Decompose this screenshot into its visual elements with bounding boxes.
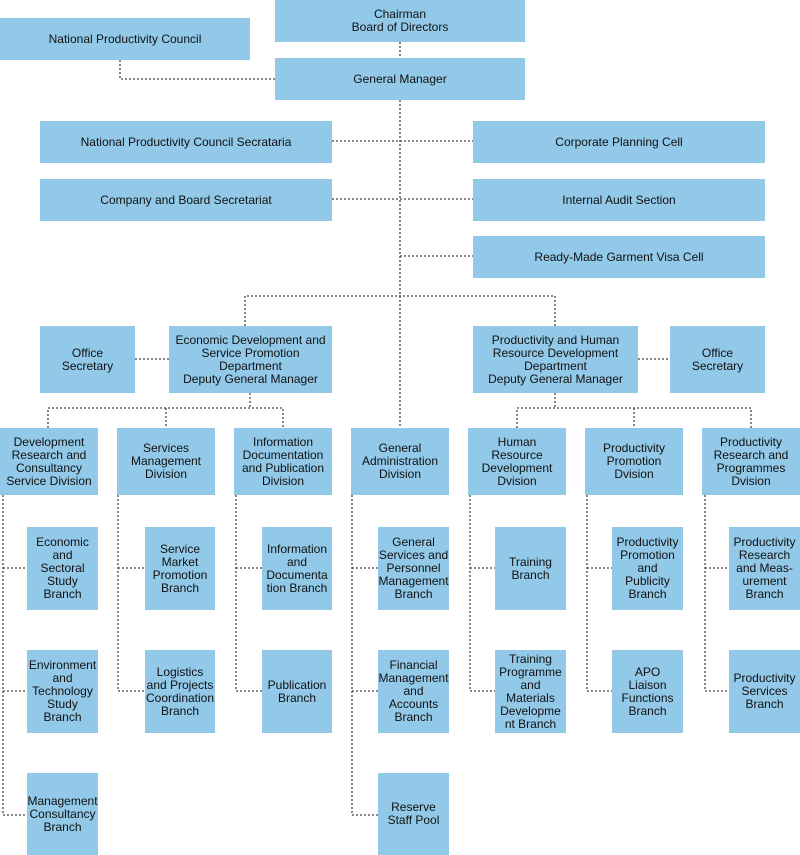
idp-division-box: Information Documentation and Publicatio… — [234, 428, 332, 495]
phrd-department-box: Productivity and Human Resource Developm… — [473, 326, 638, 393]
branch-box: Financial Management and Accounts Branch — [378, 650, 449, 733]
branch-box: Environment and Technology Study Branch — [27, 650, 98, 733]
branch-box: Service Market Promotion Branch — [145, 527, 215, 610]
company-board-secretariat-box: Company and Board Secretariat — [40, 179, 332, 221]
hrd-division-box: Human Resource Development Dvision — [468, 428, 566, 495]
branch-box: Reserve Staff Pool — [378, 773, 449, 855]
productivity-research-division-box: Productivity Research and Programmes Dvi… — [702, 428, 800, 495]
productivity-promotion-division-box: Productivity Promotion Dvision — [585, 428, 683, 495]
branch-box: Economic and Sectoral Study Branch — [27, 527, 98, 610]
branch-box: Productivity Research and Meas- urement … — [729, 527, 800, 610]
chairman-box: Chairman Board of Directors — [275, 0, 525, 42]
office-secretary-left-box: Office Secretary — [40, 326, 135, 393]
branch-box: APO Liaison Functions Branch — [612, 650, 683, 733]
internal-audit-section-box: Internal Audit Section — [473, 179, 765, 221]
general-manager-box: General Manager — [275, 58, 525, 100]
rmg-visa-cell-box: Ready-Made Garment Visa Cell — [473, 236, 765, 278]
branch-box: Management Consultancy Branch — [27, 773, 98, 855]
branch-box: Training Programme and Materials Develop… — [495, 650, 566, 733]
branch-box: Training Branch — [495, 527, 566, 610]
branch-box: Productivity Promotion and Publicity Bra… — [612, 527, 683, 610]
branch-box: Publication Branch — [262, 650, 332, 733]
branch-box: General Services and Personnel Managemen… — [378, 527, 449, 610]
corporate-planning-cell-box: Corporate Planning Cell — [473, 121, 765, 163]
services-management-division-box: Services Management Division — [117, 428, 215, 495]
edsp-department-box: Economic Development and Service Promoti… — [169, 326, 332, 393]
drcs-division-box: Development Research and Consultancy Ser… — [0, 428, 98, 495]
branch-box: Information and Documenta tion Branch — [262, 527, 332, 610]
office-secretary-right-box: Office Secretary — [670, 326, 765, 393]
general-administration-division-box: General Administration Division — [351, 428, 449, 495]
npc-secretariat-box: National Productivity Council Secrataria — [40, 121, 332, 163]
branch-box: Productivity Services Branch — [729, 650, 800, 733]
national-productivity-council-box: National Productivity Council — [0, 18, 250, 60]
branch-box: Logistics and Projects Coordination Bran… — [145, 650, 215, 733]
